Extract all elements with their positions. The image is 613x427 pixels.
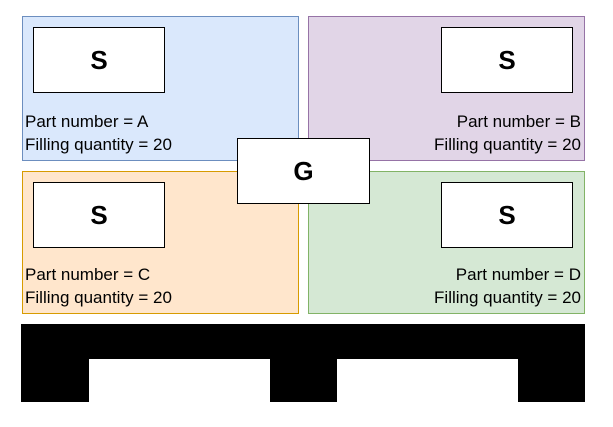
pallet-leg-middle [270,359,337,402]
pallet-leg-right [518,359,585,402]
filling-quantity-label-d: Filling quantity = 20 [434,288,581,307]
station-box-d: S [441,182,573,248]
filling-quantity-label-b: Filling quantity = 20 [434,135,581,154]
filling-quantity-label-c: Filling quantity = 20 [25,288,172,307]
part-number-label-c: Part number = C [25,265,151,284]
center-g-box: G [237,138,370,204]
quadrant-a: S Part number = A Filling quantity = 20 [22,16,299,161]
quadrant-d-labels: Part number = D Filling quantity = 20 [434,263,581,309]
quadrant-b-labels: Part number = B Filling quantity = 20 [434,110,581,156]
part-number-label-d: Part number = D [455,265,581,284]
station-box-b: S [441,27,573,93]
pallet-leg-left [21,359,89,402]
part-number-label-b: Part number = B [456,112,581,131]
station-box-a: S [33,27,165,93]
station-box-c: S [33,182,165,248]
quadrant-a-labels: Part number = A Filling quantity = 20 [25,110,172,156]
quadrant-b: S Part number = B Filling quantity = 20 [308,16,585,161]
filling-quantity-label-a: Filling quantity = 20 [25,135,172,154]
quadrant-c-labels: Part number = C Filling quantity = 20 [25,263,172,309]
pallet-deck [21,324,585,359]
part-number-label-a: Part number = A [25,112,149,131]
